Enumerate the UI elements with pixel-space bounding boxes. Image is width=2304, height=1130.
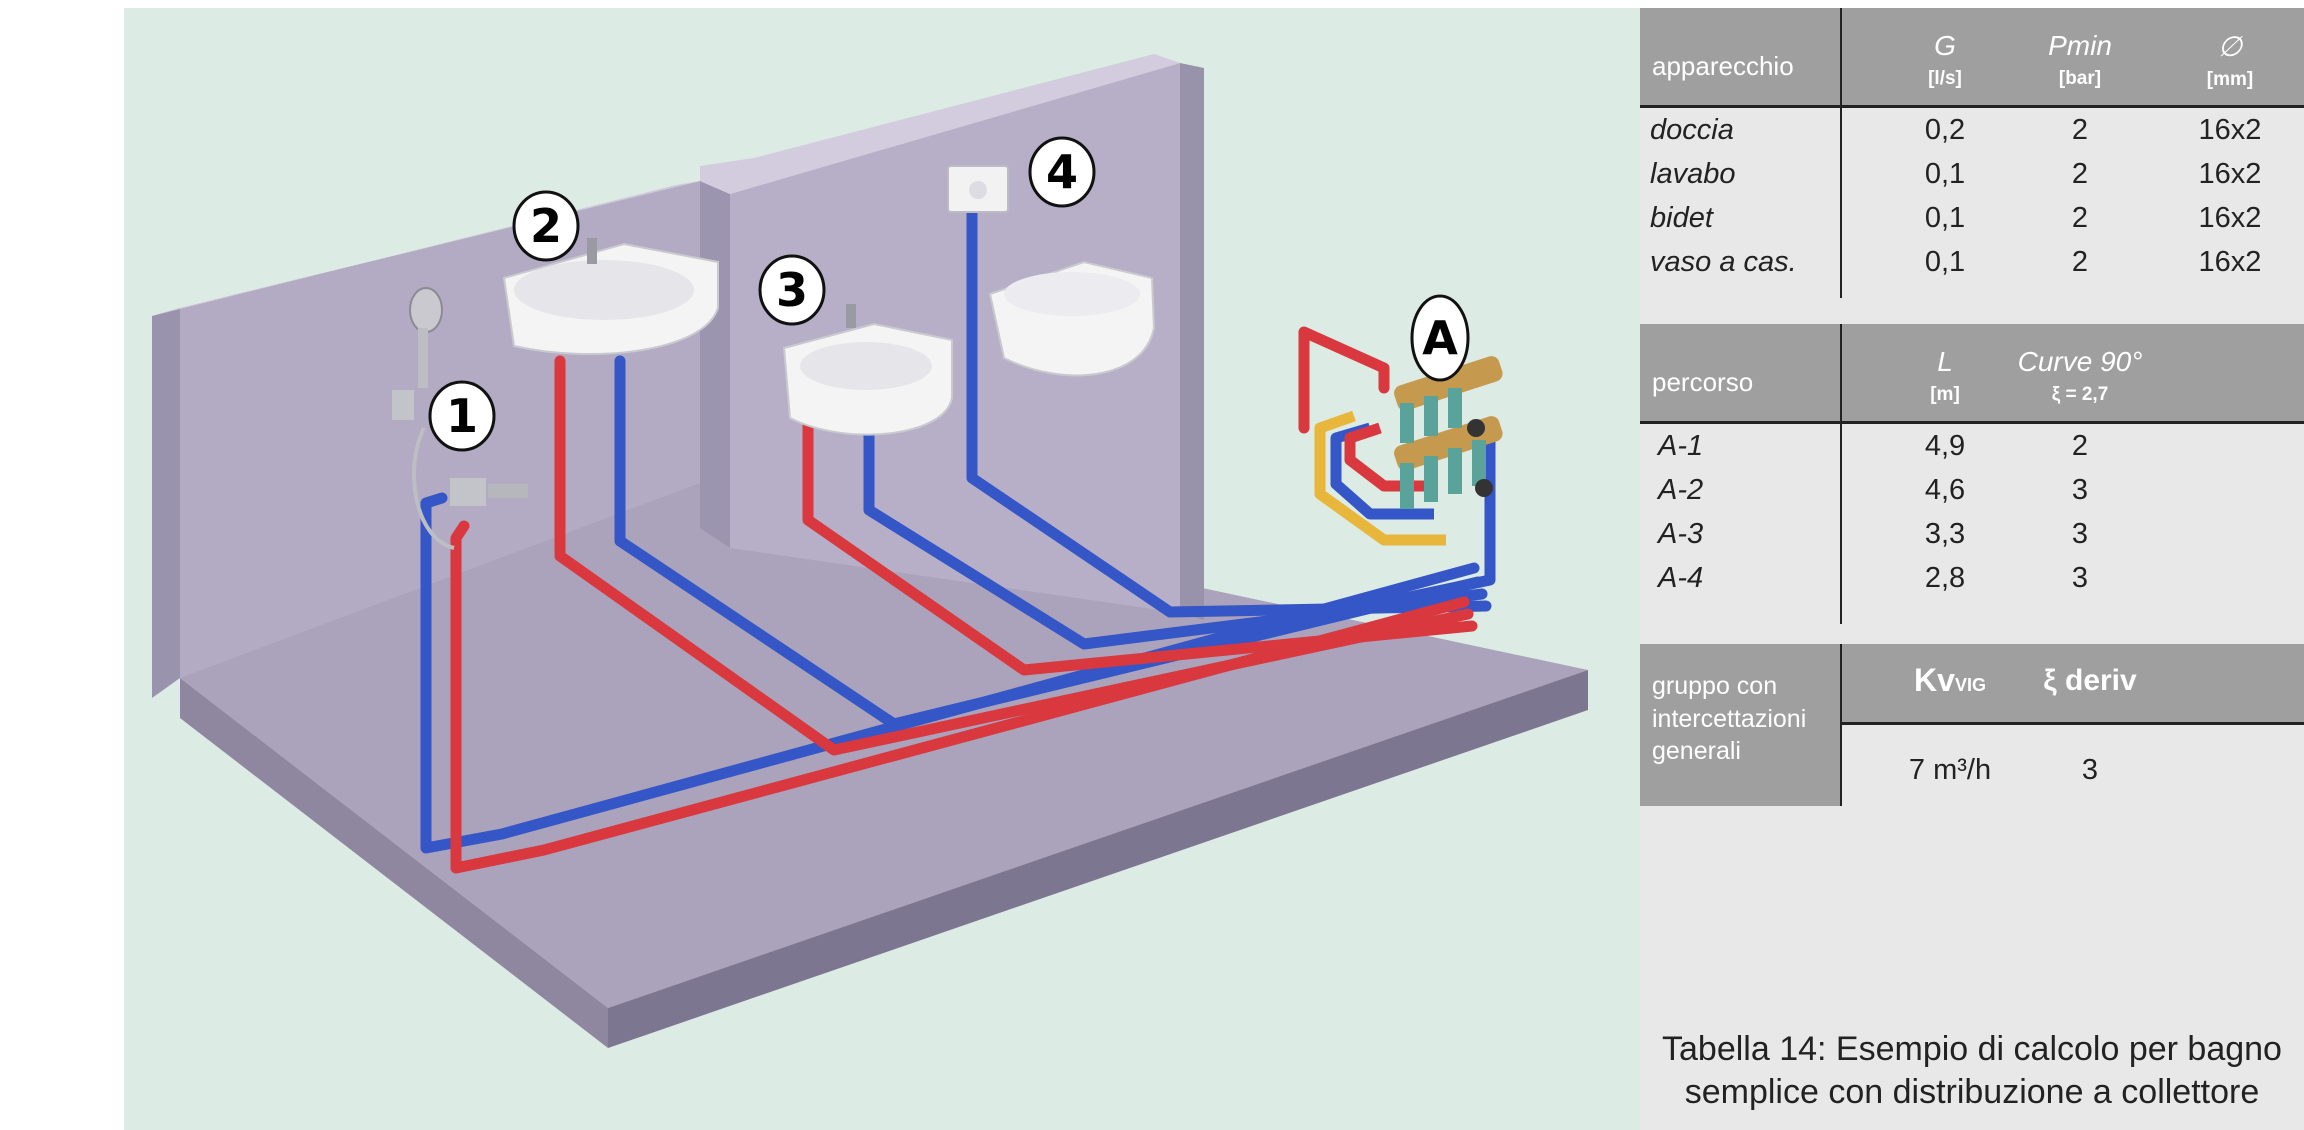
cold-return xyxy=(1228,422,1496,640)
badge-4: 4 xyxy=(1028,136,1096,208)
header-gruppo-cell: gruppo con intercettazioni generali xyxy=(1640,644,1840,806)
table-row: lavabo 0,1 2 16x2 xyxy=(1650,158,2262,190)
hot-pipe-1 xyxy=(450,520,1470,874)
manifold-a xyxy=(1394,356,1503,509)
red-loop xyxy=(1344,422,1424,492)
header-xi-deriv: ξ deriv xyxy=(2043,664,2137,697)
table-row: vaso a cas. 0,1 2 16x2 xyxy=(1650,246,2262,278)
back-wall-step-side xyxy=(700,181,730,548)
header-apparecchio: apparecchio xyxy=(1652,51,1794,81)
header-curve-xi: ξ = 2,7 xyxy=(2051,384,2109,405)
header-pmin: Pmin xyxy=(2048,30,2112,61)
hot-pipes xyxy=(450,326,1478,874)
floor-left-edge xyxy=(180,678,608,1048)
table-row: A-2 4,6 3 xyxy=(1658,474,2089,506)
badge-2: 2 xyxy=(512,190,580,262)
header-l-unit: [m] xyxy=(1930,384,1960,405)
header-pmin-unit: [bar] xyxy=(2058,68,2102,89)
svg-text:2: 2 xyxy=(530,199,562,253)
header-diameter: ∅ xyxy=(2217,31,2243,62)
table-row: A-4 2,8 3 xyxy=(1658,562,2089,594)
left-wall xyxy=(152,308,180,698)
table-row: doccia 0,2 2 16x2 xyxy=(1650,114,2262,146)
header-kv-sub: VIG xyxy=(1954,675,1986,695)
data-tables-panel: apparecchio G [l/s] Pmin [bar] ∅ [mm] do… xyxy=(1640,8,2304,1130)
hot-riser xyxy=(1298,326,1390,434)
washbasin xyxy=(502,238,719,356)
svg-text:3: 3 xyxy=(776,263,808,317)
floor-front-edge xyxy=(608,670,1588,1048)
table-row: A-3 3,3 3 xyxy=(1658,518,2089,550)
back-wall-top xyxy=(700,54,1180,194)
table-percorsi-header: percorso L [m] Curve 90° ξ = 2,7 xyxy=(1640,324,2304,424)
header-g-unit: [l/s] xyxy=(1928,68,1962,89)
bidet xyxy=(782,304,953,436)
table-caption: Tabella 14: Esempio di calcolo per bagno… xyxy=(1662,1030,2282,1111)
header-g: G xyxy=(1934,30,1956,61)
header-percorso: percorso xyxy=(1652,367,1754,397)
hot-pipe-3 xyxy=(802,392,1478,676)
table-row: A-1 4,9 2 xyxy=(1658,430,2089,462)
table-apparecchi-header: apparecchio G [l/s] Pmin [bar] ∅ [mm] xyxy=(1640,8,2304,108)
shower xyxy=(392,287,528,550)
header-curve: Curve 90° xyxy=(2017,346,2143,377)
flush-plate xyxy=(947,165,1009,213)
header-l: L xyxy=(1937,346,1953,377)
wall-hung-wc xyxy=(988,260,1156,377)
hot-pipe-2 xyxy=(554,355,1474,756)
bathroom-illustration: 1 2 3 4 A xyxy=(124,8,1640,1130)
badge-3: 3 xyxy=(758,254,826,326)
table-gruppo: KvVIG ξ deriv gruppo con intercettazioni… xyxy=(1640,644,2304,806)
table-row: 7 m³/h 3 xyxy=(1908,754,2099,786)
header-kv: Kv xyxy=(1914,662,1955,698)
svg-text:4: 4 xyxy=(1046,145,1078,199)
table-percorsi: percorso L [m] Curve 90° ξ = 2,7 A-1 4,9… xyxy=(1640,324,2304,624)
table-row: bidet 0,1 2 16x2 xyxy=(1650,202,2262,234)
header-diameter-unit: [mm] xyxy=(2206,69,2254,90)
back-wall-end xyxy=(1180,63,1204,620)
badge-a: A xyxy=(1410,294,1470,382)
badge-1: 1 xyxy=(428,380,496,452)
table-apparecchi: apparecchio G [l/s] Pmin [bar] ∅ [mm] do… xyxy=(1640,8,2304,298)
svg-text:1: 1 xyxy=(446,389,478,443)
svg-text:A: A xyxy=(1422,311,1458,365)
yellow-pipe xyxy=(1314,410,1446,546)
